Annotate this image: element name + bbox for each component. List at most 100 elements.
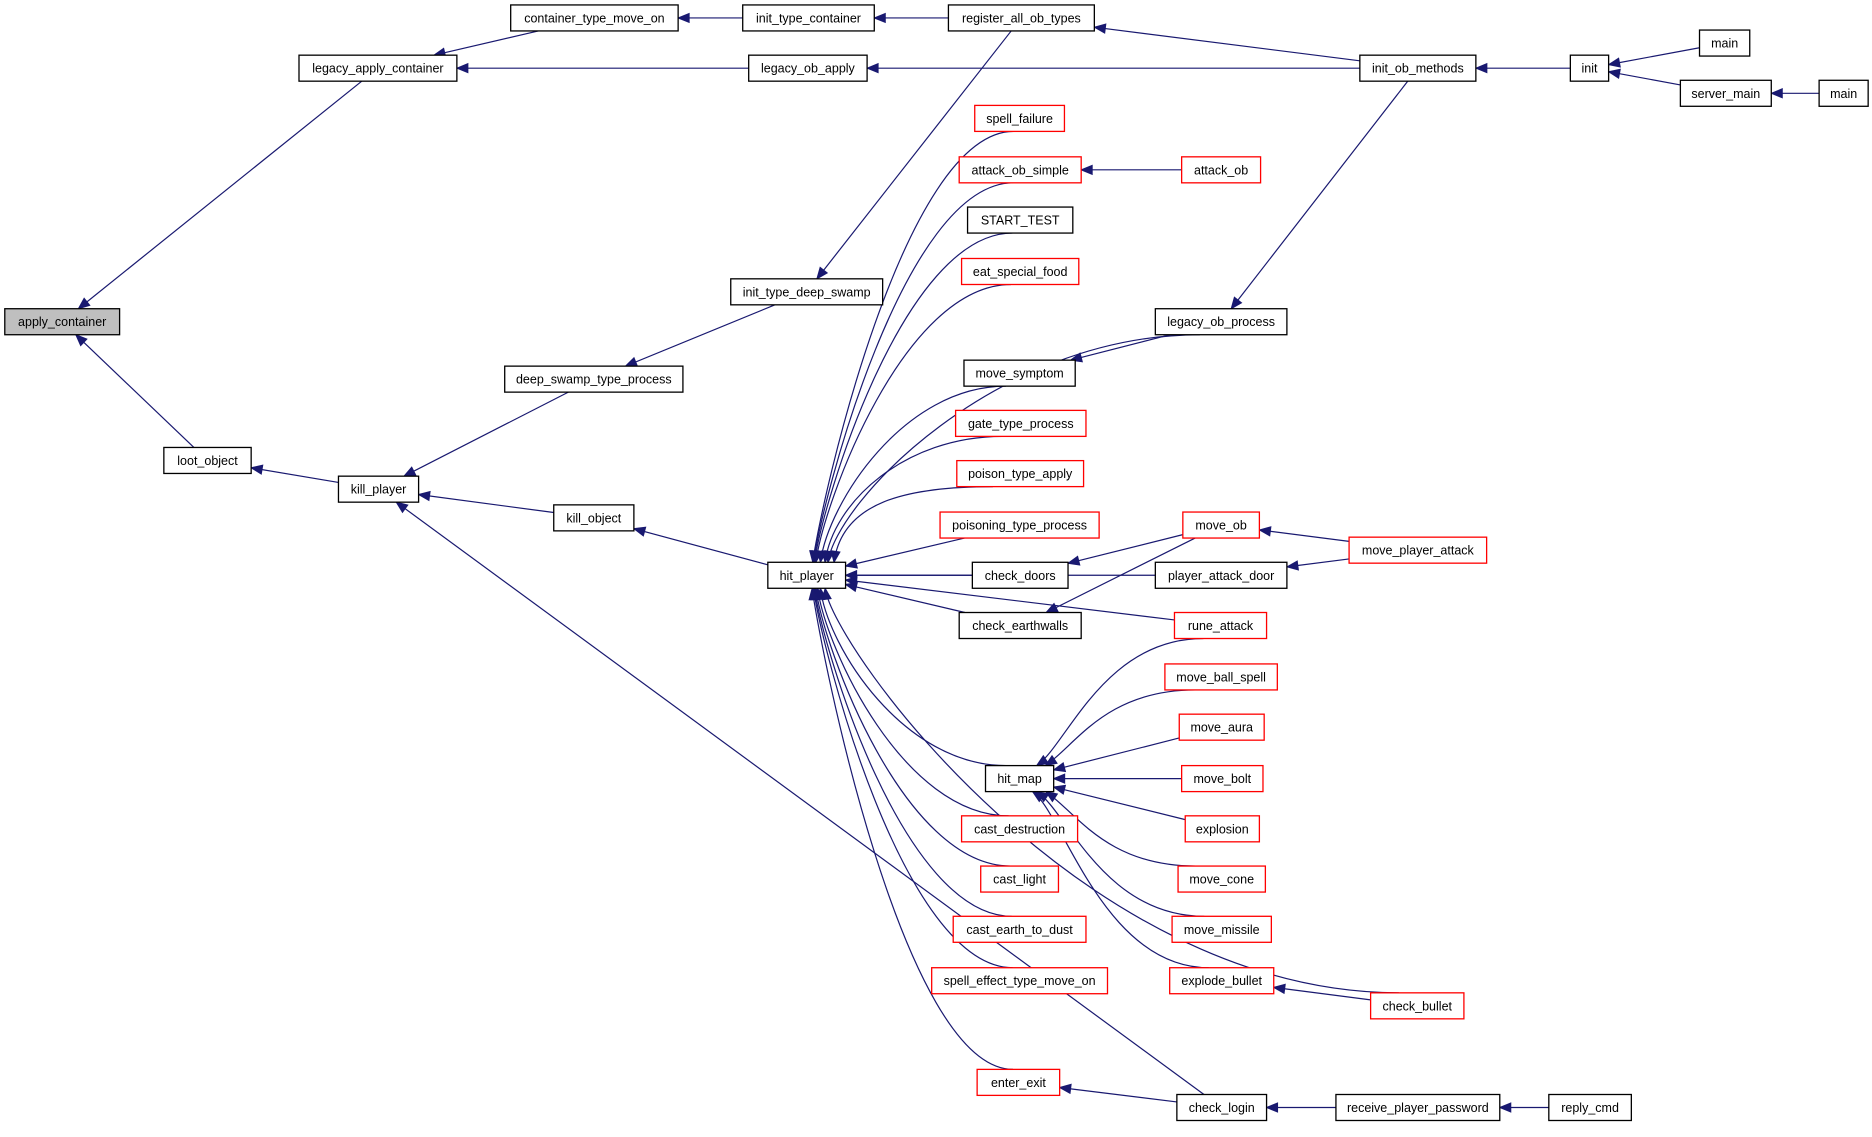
node-box[interactable] <box>1173 611 1268 640</box>
node-box[interactable] <box>1698 29 1751 57</box>
node-explode-bullet[interactable]: explode_bullet <box>1169 967 1275 995</box>
node-eat-special-food[interactable]: eat_special_food <box>960 257 1080 286</box>
node-deep-swamp-type-process[interactable]: deep_swamp_type_process <box>504 365 684 393</box>
node-box[interactable] <box>163 446 252 475</box>
node-box[interactable] <box>1359 54 1477 82</box>
node-box[interactable] <box>971 561 1069 589</box>
node-enter-exit[interactable]: enter_exit <box>976 1068 1061 1097</box>
node-move-player-attack[interactable]: move_player_attack <box>1348 536 1488 564</box>
node-move-ob[interactable]: move_ob <box>1182 511 1261 539</box>
node-box[interactable] <box>748 54 868 82</box>
node-box[interactable] <box>1569 54 1610 82</box>
node-box[interactable] <box>767 561 847 589</box>
node-loot-object[interactable]: loot_object <box>163 446 252 475</box>
node-box[interactable] <box>730 278 884 306</box>
node-box[interactable] <box>947 4 1095 32</box>
node-box[interactable] <box>1178 713 1265 741</box>
node-move-missile[interactable]: move_missile <box>1171 915 1272 943</box>
node-init[interactable]: init <box>1569 54 1610 82</box>
node-box[interactable] <box>553 504 635 532</box>
node-spell-effect-type-move-on[interactable]: spell_effect_type_move_on <box>931 967 1109 995</box>
node-legacy-apply-container[interactable]: legacy_apply_container <box>298 54 458 82</box>
node-box[interactable] <box>298 54 458 82</box>
node-box[interactable] <box>1177 865 1267 893</box>
node-check-earthwalls[interactable]: check_earthwalls <box>958 611 1082 640</box>
node-box[interactable] <box>4 308 121 336</box>
node-register-all-ob-types[interactable]: register_all_ob_types <box>947 4 1095 32</box>
node-box[interactable] <box>1348 536 1488 564</box>
node-init-type-deep-swamp[interactable]: init_type_deep_swamp <box>730 278 884 306</box>
node-box[interactable] <box>976 1068 1061 1097</box>
node-player-attack-door[interactable]: player_attack_door <box>1154 561 1288 589</box>
node-box[interactable] <box>958 156 1082 184</box>
node-box[interactable] <box>931 967 1109 995</box>
node-box[interactable] <box>1176 1093 1268 1122</box>
node-move-ball-spell[interactable]: move_ball_spell <box>1164 663 1278 691</box>
node-box[interactable] <box>504 365 684 393</box>
node-poisoning-type-process[interactable]: poisoning_type_process <box>939 511 1100 539</box>
node-check-login[interactable]: check_login <box>1176 1093 1268 1122</box>
node-box[interactable] <box>966 206 1074 234</box>
node-main-top[interactable]: main <box>1698 29 1751 57</box>
node-box[interactable] <box>1369 992 1465 1020</box>
node-reply-cmd[interactable]: reply_cmd <box>1548 1093 1632 1122</box>
node-box[interactable] <box>939 511 1100 539</box>
node-cast-destruction[interactable]: cast_destruction <box>960 815 1079 843</box>
node-rune-attack[interactable]: rune_attack <box>1173 611 1268 640</box>
node-kill-object[interactable]: kill_object <box>553 504 635 532</box>
node-check-doors[interactable]: check_doors <box>971 561 1069 589</box>
node-main-right[interactable]: main <box>1818 79 1869 107</box>
node-init-type-container[interactable]: init_type_container <box>742 4 875 32</box>
node-kill-player[interactable]: kill_player <box>337 475 420 503</box>
node-init-ob-methods[interactable]: init_ob_methods <box>1359 54 1477 82</box>
node-box[interactable] <box>1184 815 1261 843</box>
node-hit-player[interactable]: hit_player <box>767 561 847 589</box>
node-box[interactable] <box>337 475 420 503</box>
node-move-aura[interactable]: move_aura <box>1178 713 1265 741</box>
node-legacy-ob-process[interactable]: legacy_ob_process <box>1154 308 1288 336</box>
node-box[interactable] <box>960 257 1080 286</box>
node-legacy-ob-apply[interactable]: legacy_ob_apply <box>748 54 868 82</box>
node-box[interactable] <box>956 459 1085 488</box>
node-box[interactable] <box>952 915 1087 943</box>
node-apply-container[interactable]: apply_container <box>4 308 121 336</box>
node-start-test[interactable]: START_TEST <box>966 206 1074 234</box>
node-box[interactable] <box>1182 511 1261 539</box>
node-gate-type-process[interactable]: gate_type_process <box>954 409 1087 438</box>
node-box[interactable] <box>742 4 875 32</box>
node-box[interactable] <box>1180 156 1262 184</box>
node-box[interactable] <box>958 611 1082 640</box>
node-check-bullet[interactable]: check_bullet <box>1369 992 1465 1020</box>
node-box[interactable] <box>980 865 1060 893</box>
node-move-bolt[interactable]: move_bolt <box>1180 764 1264 793</box>
node-poison-type-apply[interactable]: poison_type_apply <box>956 459 1085 488</box>
node-move-cone[interactable]: move_cone <box>1177 865 1267 893</box>
node-cast-light[interactable]: cast_light <box>980 865 1060 893</box>
node-box[interactable] <box>1818 79 1869 107</box>
node-box[interactable] <box>1164 663 1278 691</box>
node-box[interactable] <box>1154 308 1288 336</box>
node-box[interactable] <box>1180 764 1264 793</box>
node-box[interactable] <box>1169 967 1275 995</box>
node-attack-ob-simple[interactable]: attack_ob_simple <box>958 156 1082 184</box>
node-attack-ob[interactable]: attack_ob <box>1180 156 1262 184</box>
node-box[interactable] <box>963 359 1076 387</box>
node-receive-player-password[interactable]: receive_player_password <box>1335 1093 1501 1122</box>
node-box[interactable] <box>1171 915 1272 943</box>
node-explosion[interactable]: explosion <box>1184 815 1261 843</box>
node-cast-earth-to-dust[interactable]: cast_earth_to_dust <box>952 915 1087 943</box>
node-box[interactable] <box>960 815 1079 843</box>
node-hit-map[interactable]: hit_map <box>984 764 1055 793</box>
node-server-main[interactable]: server_main <box>1679 79 1772 107</box>
node-box[interactable] <box>954 409 1087 438</box>
node-box[interactable] <box>974 104 1066 133</box>
node-container-type-move-on[interactable]: container_type_move_on <box>510 4 679 32</box>
node-box[interactable] <box>984 764 1055 793</box>
node-move-symptom[interactable]: move_symptom <box>963 359 1076 387</box>
node-box[interactable] <box>1154 561 1288 589</box>
node-box[interactable] <box>1548 1093 1632 1122</box>
node-box[interactable] <box>1679 79 1772 107</box>
node-box[interactable] <box>510 4 679 32</box>
node-spell-failure[interactable]: spell_failure <box>974 104 1066 133</box>
node-box[interactable] <box>1335 1093 1501 1122</box>
